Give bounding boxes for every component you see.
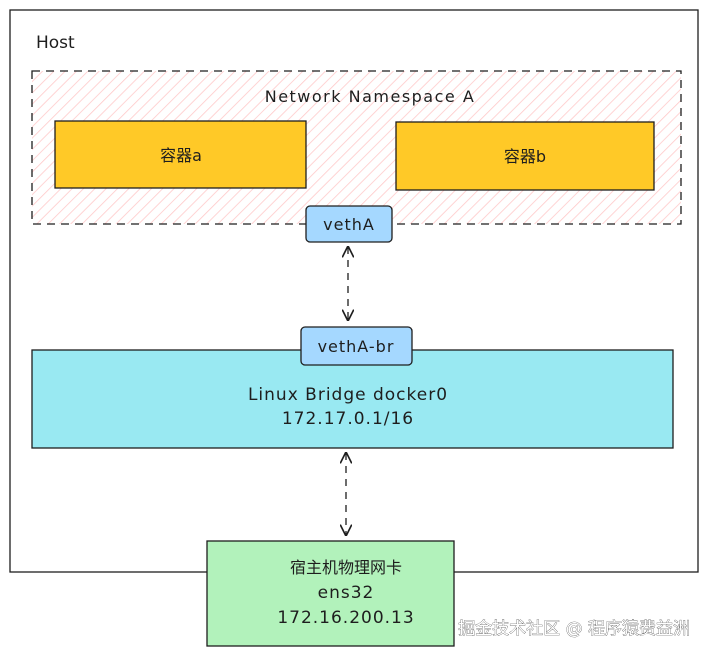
bridge-box	[31, 349, 674, 449]
veth-a-br-box	[300, 326, 413, 366]
watermark-text: 掘金技术社区 @ 程序猿费益洲	[458, 619, 690, 639]
bridge-title: Linux Bridge docker0	[248, 385, 448, 405]
nic-box	[206, 540, 455, 647]
namespace-label: Network Namespace A	[265, 87, 476, 106]
host-label: Host	[36, 33, 75, 53]
bridge-subnet: 172.17.0.1/16	[282, 409, 414, 429]
veth-a-label: vethA	[323, 215, 375, 234]
veth-a-br-label: vethA-br	[318, 337, 395, 356]
nic-title: 宿主机物理网卡	[290, 558, 402, 577]
container-a-box	[54, 120, 307, 189]
container-b-box	[395, 121, 655, 191]
nic-name: ens32	[318, 583, 375, 603]
container-b-label: 容器b	[504, 147, 546, 166]
container-a-label: 容器a	[160, 146, 202, 165]
nic-ip: 172.16.200.13	[277, 608, 414, 628]
veth-a-box	[305, 205, 393, 243]
